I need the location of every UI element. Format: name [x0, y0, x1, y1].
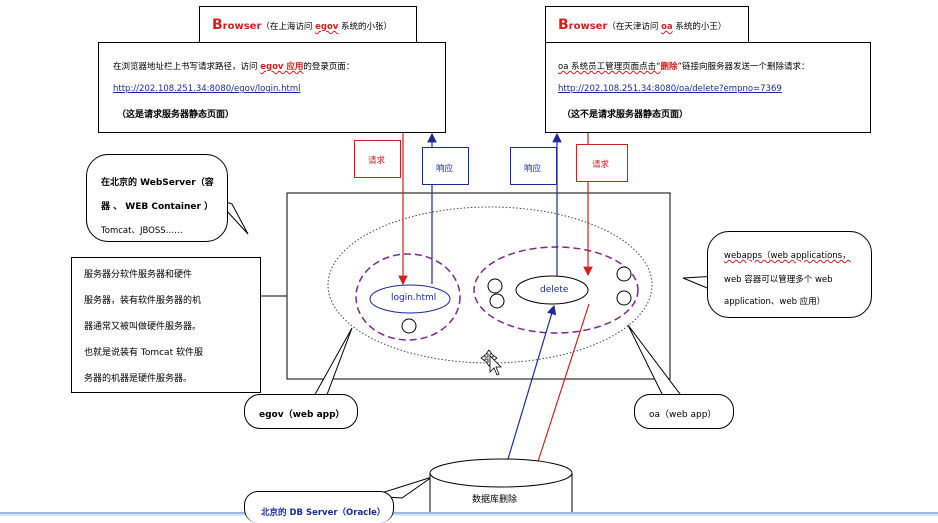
- database-top: [429, 458, 573, 488]
- browser-left-title-note-b: 系统的小张）: [338, 22, 393, 32]
- browser-left-title-note-a: （在上海访问: [261, 22, 316, 32]
- browser-left-line1-a: 在浏览器地址栏上书写请求路径，访问: [113, 62, 261, 72]
- oa-app-label: oa（web app）: [634, 394, 734, 429]
- browser-right-line1-b: ”链接向服务器发送一个删除请求：: [677, 62, 810, 72]
- move-cursor-icon: [480, 349, 498, 367]
- oa-app-ellipse: [473, 246, 639, 334]
- bottom-status-bar: [0, 512, 938, 516]
- browser-right-url[interactable]: http://202.108.251.34:8080/oa/delete?emp…: [558, 84, 782, 94]
- browser-left-line1-app: egov 应用: [260, 62, 304, 72]
- login-node-label[interactable]: login.html: [391, 293, 437, 303]
- egov-app-label: egov（web app）: [244, 394, 358, 429]
- browser-right-note: （这不是请求服务器静态页面）: [562, 110, 689, 120]
- browser-right-title-initial: B: [558, 17, 569, 33]
- request-label-right-text: 请求: [592, 160, 610, 170]
- browser-left-title-app: egov: [315, 22, 339, 32]
- container-ellipse: [327, 206, 653, 364]
- delete-node-label[interactable]: delete: [540, 285, 569, 295]
- oa-resource-circle-3: [616, 266, 632, 282]
- mouse-pointer-icon: [489, 355, 502, 376]
- db-request-arrow: [531, 303, 590, 479]
- browser-right-title: rowser: [568, 21, 608, 32]
- browser-left-panel: 在浏览器地址栏上书写请求路径，访问 egov 应用的登录页面： http://2…: [98, 42, 446, 133]
- browser-right-title-note-a: （在天津访问: [607, 22, 662, 32]
- browser-right-panel: oa 系统员工管理页面点击“删除”链接向服务器发送一个删除请求： http://…: [545, 42, 871, 133]
- browser-right-line1-a: oa 系统员工管理页面点击“: [558, 62, 661, 72]
- egov-app-ellipse: [355, 253, 461, 341]
- oa-resource-circle-1: [487, 278, 503, 294]
- db-response-arrow: [501, 304, 557, 480]
- browser-right-line1-em: 删除: [660, 62, 678, 72]
- server-note-line-3: 器通常又被叫做硬件服务器。: [84, 322, 202, 332]
- server-box: [286, 192, 671, 380]
- delete-node: [515, 275, 589, 305]
- server-note-line-5: 务器的机器是硬件服务器。: [84, 374, 193, 384]
- browser-right-title-box: Browser（在天津访问 oa 系统的小王）: [545, 6, 749, 43]
- request-label-left-text: 请求: [368, 156, 386, 166]
- browser-right-title-app: oa: [661, 22, 673, 32]
- browser-right-title-note-b: 系统的小王）: [672, 22, 727, 32]
- webserver-callout-line3: Tomcat、JBOSS……: [101, 226, 183, 236]
- server-note-text: 服务器分软件服务器和硬件 服务器，装有软件服务器的机 器通常又被叫做硬件服务器。…: [84, 262, 203, 392]
- browser-left-title-initial: B: [212, 17, 223, 33]
- browser-left-line1-b: 的登录页面：: [303, 62, 355, 72]
- webapps-callout: webapps（web applications， web 容器可以管理多个 w…: [707, 231, 872, 318]
- oa-resource-circle-2: [489, 293, 505, 309]
- database-label: 数据库删除: [472, 495, 518, 505]
- browser-left-title: rowser: [222, 21, 262, 32]
- oa-resource-circle-4: [616, 290, 632, 306]
- login-node: [369, 284, 451, 314]
- egov-app-label-text: egov（web app）: [259, 410, 345, 420]
- webserver-callout: 在北京的 WebServer（容 器 、 WEB Container ） Tom…: [86, 154, 228, 242]
- browser-left-title-box: Browser（在上海访问 egov 系统的小张）: [199, 6, 417, 43]
- response-label-left: 响应: [422, 147, 469, 185]
- webapps-callout-line1: webapps（web applications，: [724, 251, 851, 261]
- db-callout-text: 北京的 DB Server（Oracle）: [261, 508, 386, 518]
- server-note-line-1: 服务器分软件服务器和硬件: [84, 270, 193, 280]
- request-label-left: 请求: [354, 140, 401, 178]
- webapps-callout-line3: application、web 应用）: [724, 297, 826, 307]
- browser-left-note: （这是请求服务器静态页面）: [117, 110, 235, 120]
- server-note-box: 服务器分软件服务器和硬件 服务器，装有软件服务器的机 器通常又被叫做硬件服务器。…: [71, 257, 261, 393]
- browser-left-url[interactable]: http://202.108.251.34:8080/egov/login.ht…: [113, 84, 301, 94]
- response-label-right: 响应: [510, 147, 557, 185]
- webapps-callout-line2: web 容器可以管理多个 web: [724, 275, 833, 285]
- webserver-callout-line1: 在北京的 WebServer（容: [101, 178, 214, 188]
- webserver-callout-line2: 器 、 WEB Container ）: [101, 202, 214, 212]
- oa-app-label-text: oa（web app）: [649, 410, 717, 420]
- server-note-line-2: 服务器，装有软件服务器的机: [84, 296, 202, 306]
- db-callout: 北京的 DB Server（Oracle）: [244, 491, 394, 523]
- request-label-right: 请求: [576, 144, 628, 182]
- response-label-left-text: 响应: [436, 164, 454, 174]
- response-label-right-text: 响应: [524, 164, 542, 174]
- egov-resource-circle: [401, 318, 417, 334]
- server-note-line-4: 也就是说装有 Tomcat 软件服: [84, 348, 203, 358]
